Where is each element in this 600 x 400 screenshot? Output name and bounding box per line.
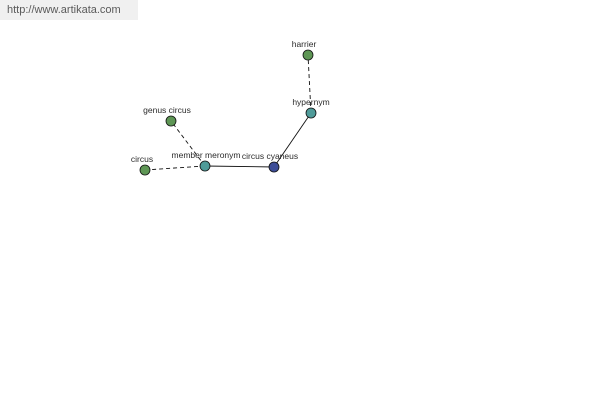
nodes-layer: harrier hypernym genus circus circus member … — [131, 39, 330, 176]
node-harrier[interactable]: harrier — [292, 39, 317, 61]
node-marker[interactable] — [199, 160, 211, 172]
node-label: circus cyaneus — [242, 151, 298, 161]
node-circus-cyaneus[interactable]: circus cyaneus — [242, 151, 298, 173]
edge-member-meronym-to-circus — [144, 165, 206, 171]
node-circus[interactable]: circus — [131, 154, 153, 176]
node-label: genus circus — [143, 105, 191, 115]
node-genus-circus[interactable]: genus circus — [143, 105, 191, 127]
edge-circus-cyaneus-to-hypernym — [273, 112, 312, 168]
node-hypernym[interactable]: hypernym — [292, 97, 330, 119]
node-marker[interactable] — [139, 164, 151, 176]
node-marker[interactable] — [268, 161, 280, 173]
edge-hypernym-to-harrier — [307, 54, 312, 114]
node-label: member meronym — [172, 150, 241, 160]
edges-layer — [144, 54, 312, 171]
site-url-link[interactable]: http://www.artikata.com — [0, 0, 138, 20]
edge-circus-cyaneus-to-member-meronym — [204, 165, 275, 168]
edge-member-meronym-to-genus-circus — [170, 120, 206, 167]
node-marker[interactable] — [302, 49, 314, 61]
node-marker[interactable] — [165, 115, 177, 127]
node-label: circus — [131, 154, 153, 164]
node-member-meronym[interactable]: member meronym — [172, 150, 241, 172]
node-label: hypernym — [292, 97, 329, 107]
node-marker[interactable] — [305, 107, 317, 119]
node-label: harrier — [292, 39, 317, 49]
